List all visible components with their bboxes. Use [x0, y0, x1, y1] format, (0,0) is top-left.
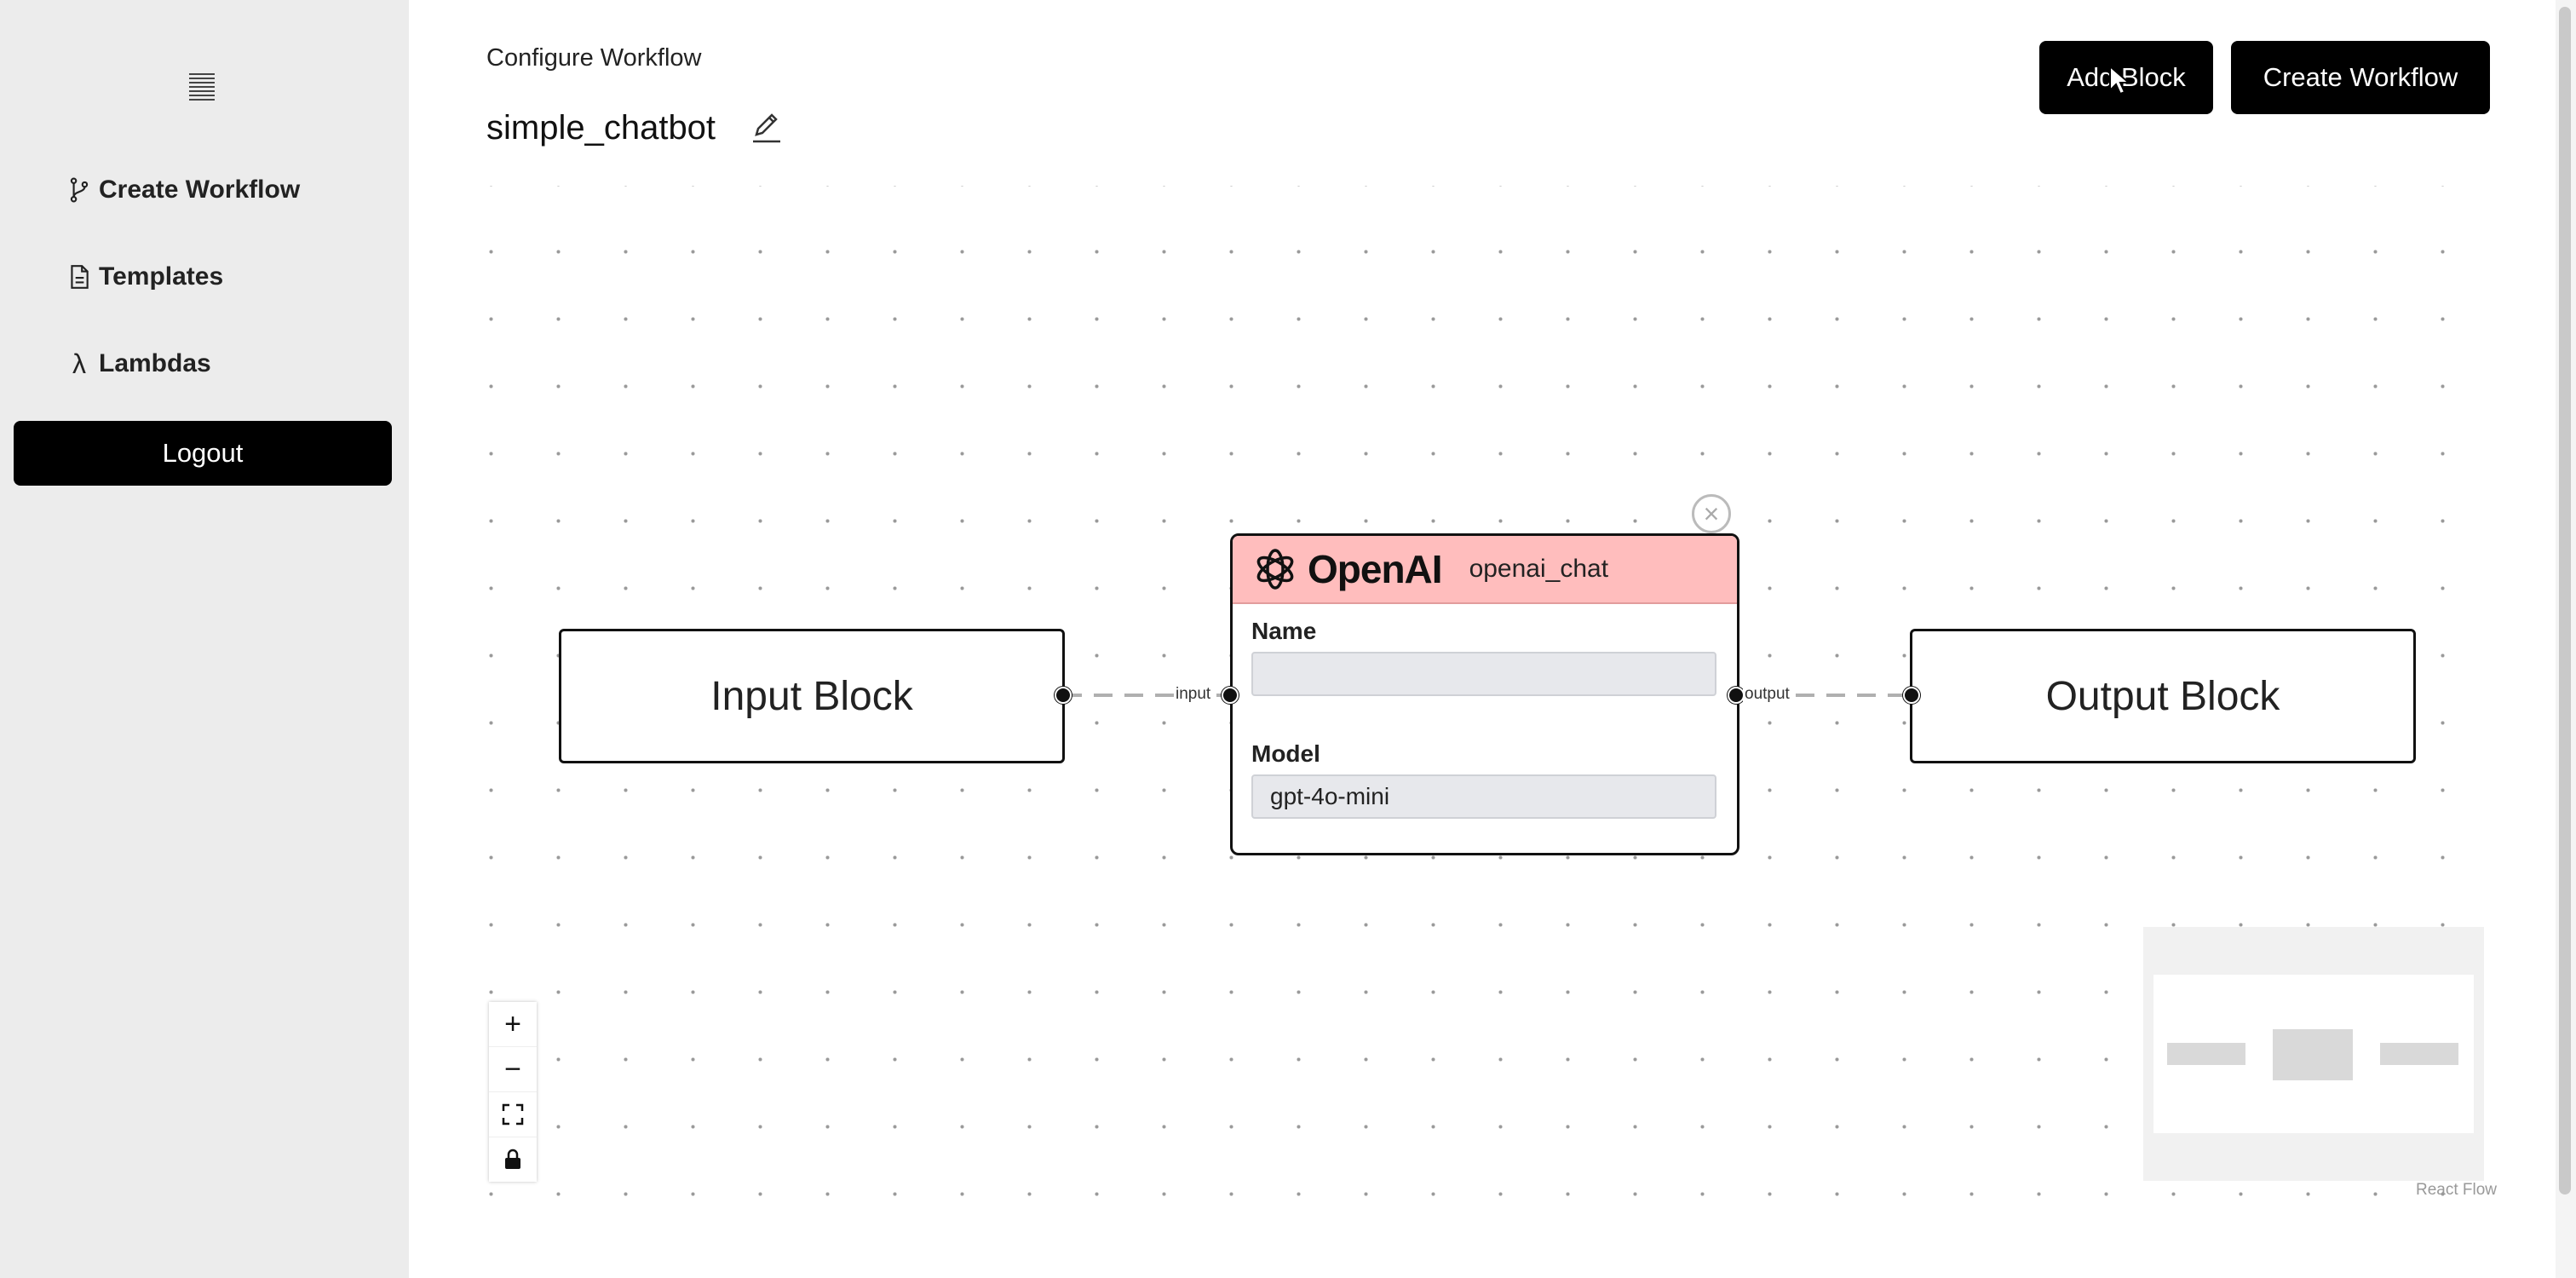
react-flow-attribution[interactable]: React Flow — [2416, 1181, 2498, 1199]
logout-button[interactable]: Logout — [14, 421, 392, 486]
lock-button[interactable] — [489, 1137, 537, 1182]
sidebar-item-create-workflow[interactable]: Create Workflow — [68, 169, 300, 211]
add-block-button[interactable]: Add Block — [2039, 41, 2213, 114]
minimap-node — [2167, 1043, 2245, 1065]
node-type: openai_chat — [1469, 555, 1609, 583]
openai-target-handle[interactable] — [1222, 687, 1239, 704]
sidebar-item-templates[interactable]: Templates — [68, 256, 223, 298]
minimap-node — [2380, 1043, 2458, 1065]
edge-label-output: output — [1743, 685, 1791, 704]
sidebar-item-label: Templates — [99, 262, 224, 291]
branch-icon — [70, 177, 89, 203]
model-label: Model — [1251, 740, 1320, 767]
lambda-icon: λ — [72, 348, 86, 379]
document-icon — [71, 265, 89, 289]
node-label: Output Block — [2045, 673, 2280, 719]
create-workflow-button[interactable]: Create Workflow — [2231, 41, 2490, 114]
model-select[interactable]: gpt-4o-mini — [1251, 774, 1716, 819]
section-title: Configure Workflow — [486, 44, 702, 72]
zoom-out-button[interactable]: − — [489, 1047, 537, 1092]
minimap[interactable] — [2143, 927, 2484, 1181]
node-label: Input Block — [710, 673, 913, 719]
node-header: OpenAI openai_chat — [1233, 536, 1737, 604]
minimap-node — [2273, 1029, 2353, 1080]
openai-logo-icon — [1256, 549, 1294, 590]
name-label: Name — [1251, 618, 1317, 644]
output-block-target-handle[interactable] — [1903, 687, 1920, 704]
name-input[interactable] — [1251, 652, 1716, 696]
sidebar: Create Workflow Templates λ Lambdas Logo… — [0, 0, 409, 1278]
close-icon[interactable]: × — [1692, 494, 1731, 533]
fit-view-button[interactable] — [489, 1092, 537, 1137]
output-block-node[interactable]: Output Block — [1910, 629, 2416, 763]
lock-icon — [505, 1148, 520, 1169]
fit-view-icon — [502, 1103, 524, 1125]
scrollbar-thumb[interactable] — [2559, 7, 2571, 1195]
zoom-in-button[interactable]: + — [489, 1002, 537, 1047]
brand-name: OpenAI — [1308, 547, 1443, 591]
input-block-source-handle[interactable] — [1055, 687, 1072, 704]
sidebar-item-lambdas[interactable]: λ Lambdas — [68, 343, 211, 385]
sidebar-item-label: Lambdas — [99, 349, 211, 377]
menu-icon[interactable] — [189, 73, 215, 101]
sidebar-item-label: Create Workflow — [99, 176, 301, 204]
openai-chat-node[interactable]: OpenAI openai_chat Name Model gpt-4o-min… — [1230, 533, 1739, 855]
openai-source-handle[interactable] — [1728, 687, 1745, 704]
input-block-node[interactable]: Input Block — [559, 629, 1065, 763]
edge-label-input: input — [1174, 685, 1213, 704]
pencil-icon[interactable] — [750, 111, 784, 145]
flow-controls: + − — [489, 1002, 537, 1182]
workflow-name: simple_chatbot — [486, 109, 716, 147]
